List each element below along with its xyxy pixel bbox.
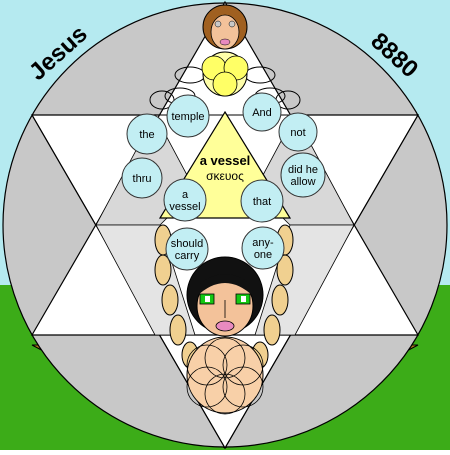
word-bubble-circle [166, 94, 210, 138]
word-bubble-text: And [252, 107, 272, 119]
word-bubble-text: should [171, 238, 203, 250]
word-bubble: any-one [241, 226, 285, 270]
word-bubble-circle [240, 179, 284, 223]
word-bubble-circle [242, 92, 282, 132]
word-bubble-text: not [290, 127, 305, 139]
word-bubble-text: did he [288, 164, 318, 176]
word-bubble-text: any- [252, 237, 274, 249]
word-bubble-circle [280, 152, 326, 198]
center-greek: σκευος [206, 169, 244, 183]
word-bubble-text: one [254, 249, 272, 261]
word-bubble: not [278, 112, 318, 152]
word-bubble: that [240, 179, 284, 223]
word-bubble-text: a [182, 189, 189, 201]
chain-left [154, 224, 199, 369]
bottom-flower [186, 336, 264, 415]
central-face [186, 256, 264, 337]
word-bubble-circle [121, 157, 163, 199]
word-bubble: And [242, 92, 282, 132]
word-bubble: temple [166, 94, 210, 138]
word-bubble-text: vessel [169, 201, 200, 213]
word-bubble-text: thru [133, 173, 152, 185]
word-bubble: the [126, 113, 168, 155]
chain-right [251, 224, 294, 369]
word-bubble-circle [163, 178, 207, 222]
word-bubble-text: allow [290, 176, 315, 188]
word-bubble: thru [121, 157, 163, 199]
top-flower [201, 51, 249, 97]
word-bubble-text: that [253, 196, 271, 208]
top-face [202, 4, 248, 50]
word-bubble-circle [241, 226, 285, 270]
word-bubble-text: temple [171, 111, 204, 123]
word-bubble-circle [278, 112, 318, 152]
center-title: a vessel [200, 153, 251, 168]
word-bubble-circle [165, 227, 209, 271]
word-bubble-text: the [139, 129, 154, 141]
word-bubble-circle [126, 113, 168, 155]
word-bubble-text: carry [175, 250, 200, 262]
